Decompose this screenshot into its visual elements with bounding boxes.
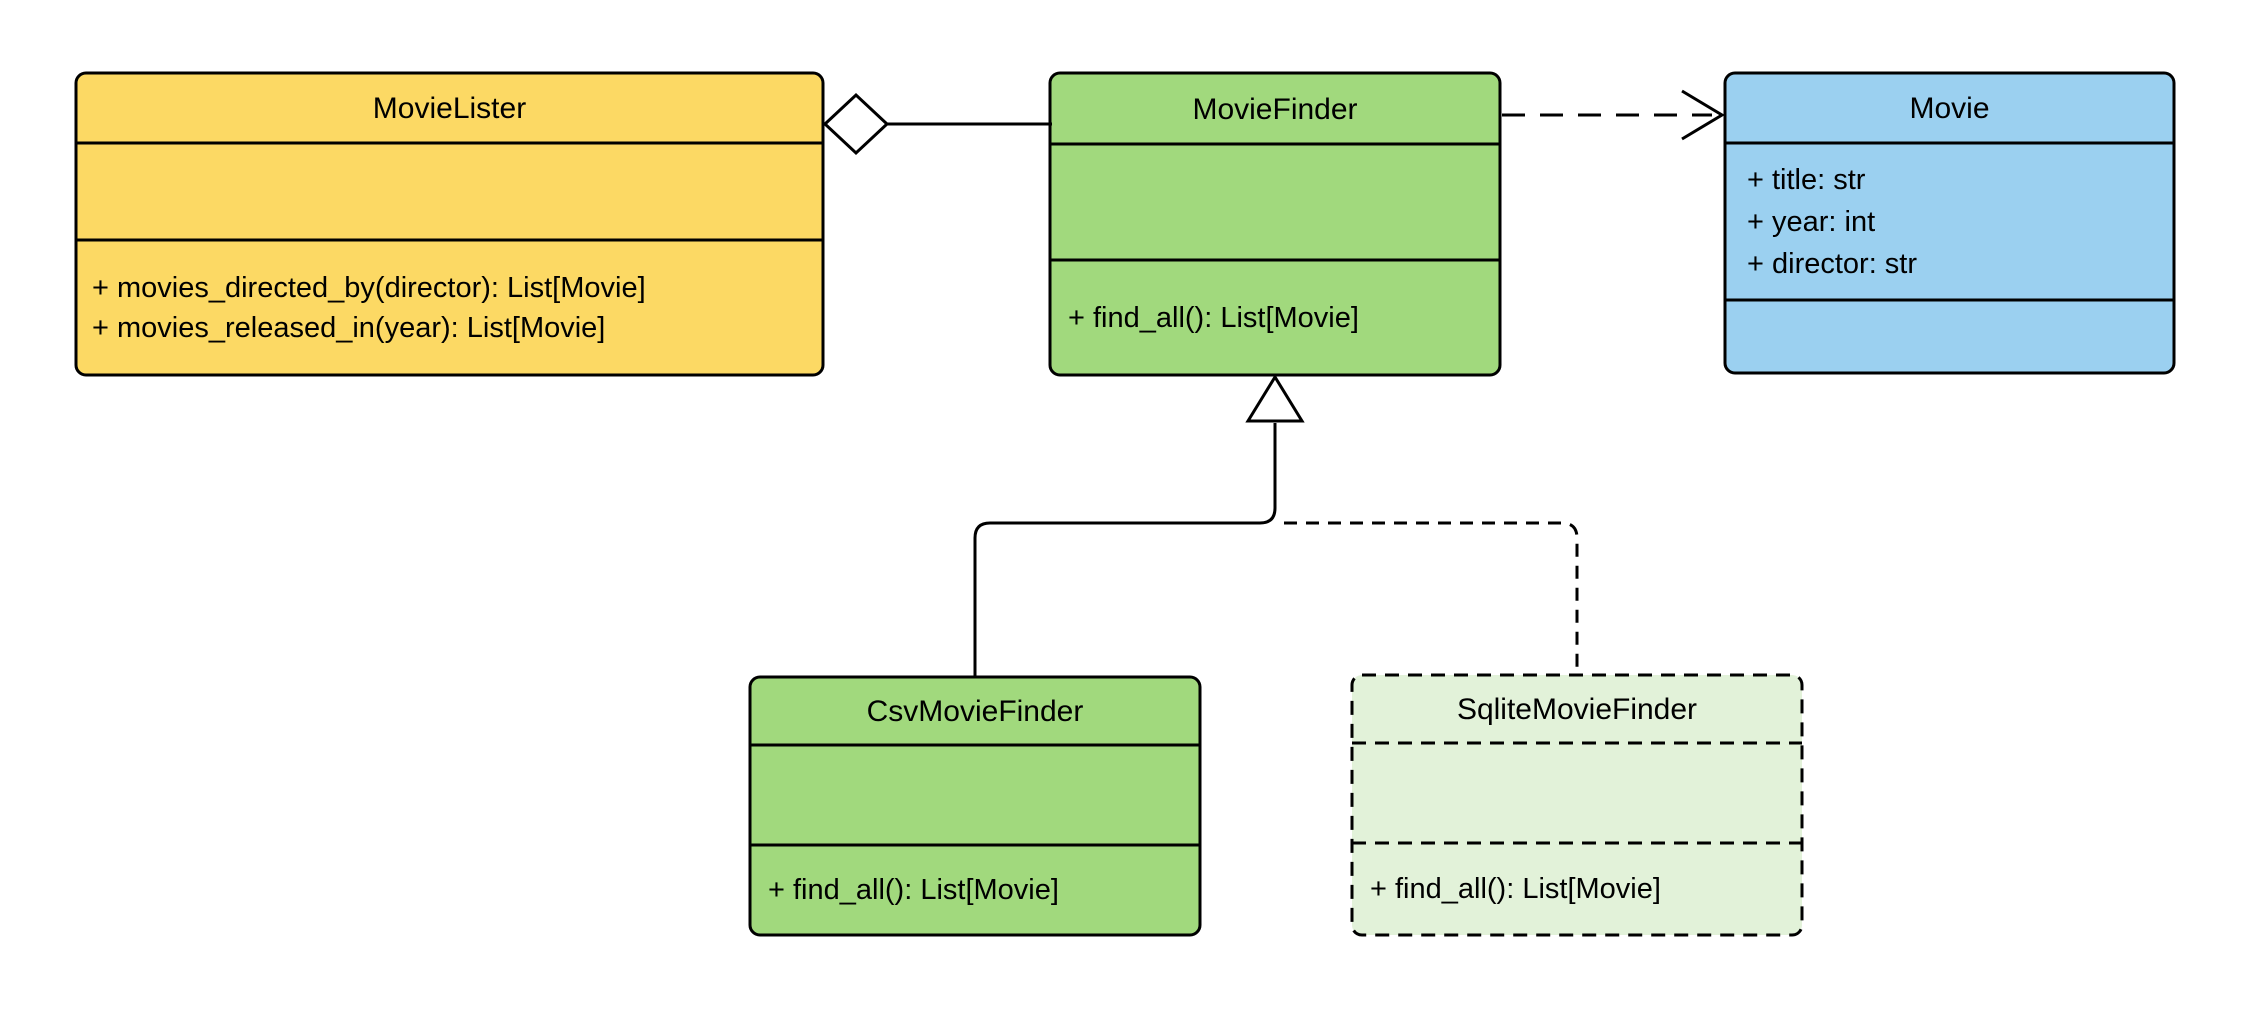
movie-class-name: Movie (1909, 92, 1990, 125)
generalization-line-sqlite (1284, 521, 1579, 674)
dependency-open-arrow-icon (1681, 89, 1725, 141)
sqlitemoviefinder-class-name: SqliteMovieFinder (1456, 693, 1698, 726)
movie-attribute: + title: str (1747, 163, 1866, 196)
movielister-class-box (74, 71, 825, 377)
movie-attribute: + director: str (1747, 247, 1918, 280)
csvmoviefinder-class-name: CsvMovieFinder (866, 695, 1084, 728)
movie-class-box (1723, 71, 2176, 375)
aggregation-diamond-icon (822, 92, 890, 156)
movielister-method: + movies_released_in(year): List[Movie] (92, 311, 606, 344)
csvmoviefinder-method: + find_all(): List[Movie] (768, 874, 1059, 906)
movie-attribute: + year: int (1747, 205, 1876, 238)
moviefinder-class-name: MovieFinder (1192, 92, 1358, 126)
sqlitemoviefinder-class-box (1350, 673, 1804, 937)
moviefinder-method: + find_all(): List[Movie] (1068, 301, 1359, 334)
csvmoviefinder-class-box (748, 675, 1202, 937)
movielister-method: + movies_directed_by(director): List[Mov… (92, 271, 646, 304)
movielister-class-name: MovieLister (372, 92, 527, 125)
generalization-line-csv (973, 423, 1277, 676)
sqlitemoviefinder-method: + find_all(): List[Movie] (1370, 873, 1661, 905)
generalization-triangle-icon (1245, 374, 1305, 423)
